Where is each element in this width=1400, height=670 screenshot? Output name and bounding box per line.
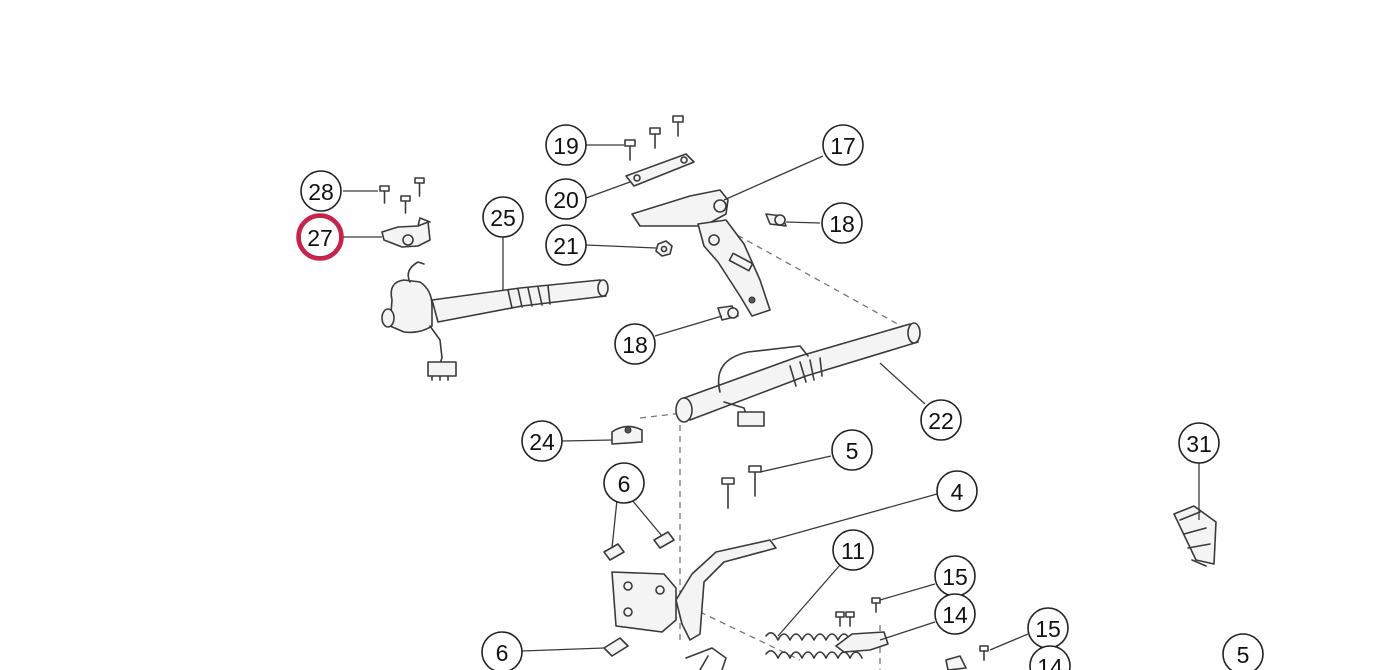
part-5-screws-upper (721, 465, 762, 509)
callout-14-lower-label: 14 (1037, 654, 1063, 670)
callout-15-upper[interactable]: 15 (934, 555, 976, 597)
callout-11[interactable]: 11 (832, 529, 874, 571)
callout-24-label: 24 (529, 429, 555, 455)
callout-20-label: 20 (553, 187, 579, 213)
callout-18-lower-label: 18 (622, 332, 648, 358)
callout-6-lower[interactable]: 6 (481, 631, 523, 670)
callout-18-upper-label: 18 (829, 211, 855, 237)
callout-19-label: 19 (553, 133, 579, 159)
part-31-sheet (1173, 505, 1217, 567)
callout-5-upper-label: 5 (846, 438, 859, 464)
callout-14-lower[interactable]: 14 (1029, 645, 1071, 670)
callout-15-lower[interactable]: 15 (1027, 607, 1069, 649)
callout-25[interactable]: 25 (482, 196, 524, 238)
callout-14-upper[interactable]: 14 (934, 593, 976, 635)
part-18-screw-upper (765, 213, 787, 227)
callout-27-label: 27 (307, 225, 333, 251)
callout-6-lower-label: 6 (496, 640, 509, 666)
callout-18-upper[interactable]: 18 (821, 202, 863, 244)
callout-20[interactable]: 20 (545, 178, 587, 220)
callout-15-upper-label: 15 (942, 564, 968, 590)
callout-22-label: 22 (928, 408, 954, 434)
callout-19[interactable]: 19 (545, 124, 587, 166)
part-6-screws-upper (603, 531, 675, 561)
part-4-hinge-arm (611, 539, 777, 641)
callout-17-label: 17 (830, 133, 856, 159)
part-11-spring (685, 632, 863, 670)
part-14-bracket (835, 631, 967, 670)
callout-5-lower[interactable]: 5 (1222, 633, 1264, 670)
part-18-screw-lower (717, 305, 739, 321)
part-21-nut (655, 240, 673, 257)
part-25-cylinder-assembly (381, 261, 609, 381)
callout-11-label: 11 (841, 538, 865, 564)
callout-6-upper-label: 6 (618, 471, 631, 497)
part-17-bracket (631, 189, 771, 317)
part-15-screws (835, 597, 989, 661)
part-24-cap (611, 425, 643, 445)
part-6-screw-lower (603, 637, 629, 657)
callout-18-lower[interactable]: 18 (614, 323, 656, 365)
part-28-screws (379, 177, 425, 214)
callout-14-upper-label: 14 (942, 602, 968, 628)
callout-31[interactable]: 31 (1178, 422, 1220, 464)
part-19-screws (624, 115, 684, 161)
callout-4-label: 4 (951, 479, 964, 505)
callout-4[interactable]: 4 (936, 470, 978, 512)
callout-21[interactable]: 21 (545, 224, 587, 266)
callout-24[interactable]: 24 (521, 420, 563, 462)
callout-27-highlighted[interactable]: 27 (296, 213, 344, 261)
callout-22[interactable]: 22 (920, 399, 962, 441)
callout-21-label: 21 (553, 233, 579, 259)
callout-17[interactable]: 17 (822, 124, 864, 166)
selection-highlight-ring (296, 213, 344, 261)
part-20-plate (625, 153, 695, 187)
callout-25-label: 25 (490, 205, 516, 231)
leader-lines (343, 144, 1200, 652)
callout-15-lower-label: 15 (1035, 616, 1061, 642)
part-22-cylinder-assembly (675, 322, 921, 427)
callout-31-label: 31 (1186, 431, 1212, 457)
part-27-clamp (381, 217, 431, 248)
callout-6-upper[interactable]: 6 (603, 462, 645, 504)
callout-5-lower-label: 5 (1237, 642, 1250, 668)
callout-28[interactable]: 28 (300, 170, 342, 212)
callout-28-label: 28 (308, 179, 334, 205)
callout-5-upper[interactable]: 5 (831, 429, 873, 471)
